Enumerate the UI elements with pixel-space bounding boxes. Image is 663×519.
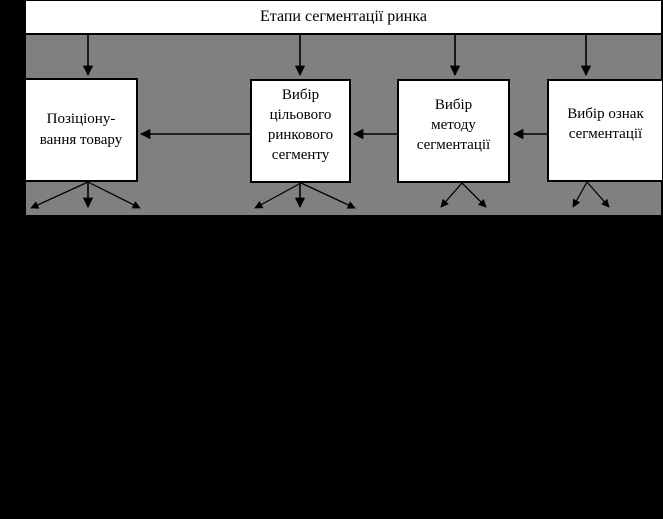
box-target-segment-line: сегменту — [271, 147, 330, 163]
box-features-line: сегментації — [568, 125, 643, 142]
box-positioning: Позіціону- вання товару — [26, 78, 138, 182]
box-target-segment-line: ринкового — [267, 127, 334, 143]
diagram-title: Етапи сегментації ринка — [259, 8, 427, 25]
diagram-title-box: Етапи сегментації ринка — [26, 1, 661, 35]
box-positioning-line: Позіціону- — [46, 111, 116, 127]
box-target-segment: Вибір цільового ринкового сегменту — [250, 79, 351, 183]
box-method-line: сегментації — [416, 137, 491, 153]
box-method-line: методу — [431, 117, 476, 133]
box-method-line: Вибір — [434, 97, 473, 113]
box-target-segment-line: Вибір — [281, 87, 320, 103]
box-features: Вибір ознак сегментації — [547, 79, 662, 182]
box-features-line: Вибір ознак — [567, 105, 644, 122]
box-target-segment-line: цільового — [269, 107, 332, 123]
box-positioning-line: вання товару — [39, 132, 123, 148]
box-method: Вибір методу сегментації — [397, 79, 510, 183]
